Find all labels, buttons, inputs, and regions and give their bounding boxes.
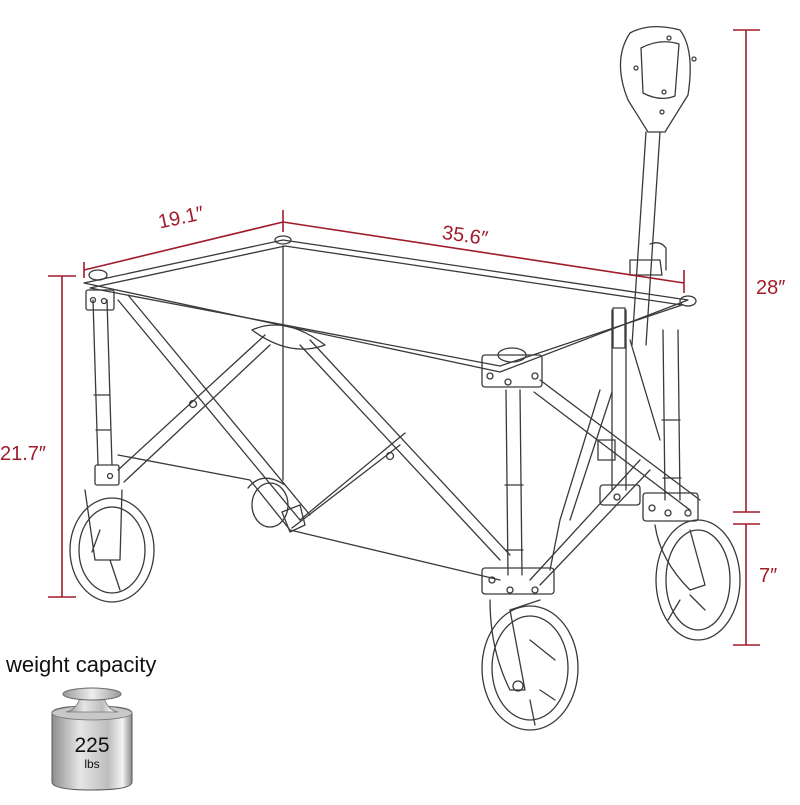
dim-handle-height-label: 28″ — [756, 277, 786, 299]
handle-bar — [631, 131, 661, 346]
dim-width-line — [83, 221, 284, 271]
wheel-back-right — [654, 519, 741, 641]
wheel-back-left — [247, 477, 286, 489]
left-front-post — [92, 299, 113, 466]
top-rim — [83, 239, 689, 373]
side-grip — [251, 324, 326, 350]
handle-grip — [619, 26, 691, 133]
dim-length-line — [282, 221, 685, 284]
front-right-post — [505, 389, 523, 576]
capacity-title: weight capacity — [6, 652, 157, 677]
front-corner-bracket — [481, 354, 543, 388]
wagon-frame — [69, 26, 741, 731]
dim-wheel-label: 7″ — [759, 565, 778, 587]
wheel-front-right — [481, 599, 579, 731]
capacity-value: 225 — [74, 734, 110, 757]
weight-icon — [51, 687, 133, 791]
capacity-unit: lbs — [84, 757, 100, 771]
dim-height-label: 21.7″ — [0, 443, 47, 465]
wheel-front-left — [69, 489, 155, 603]
dimension-lines — [48, 29, 760, 646]
